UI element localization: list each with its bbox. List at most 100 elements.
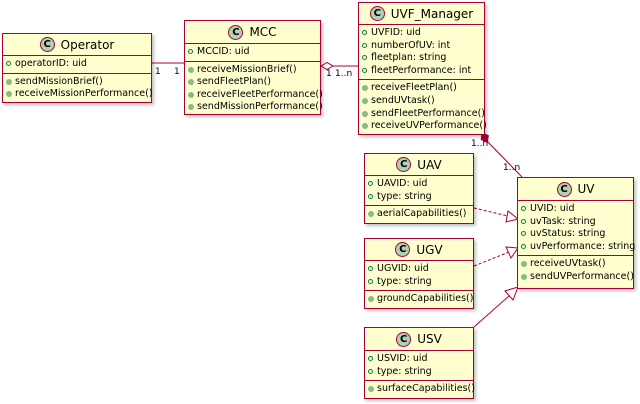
fields-section: UVFID: uid numberOfUV: int fleetplan: st… bbox=[359, 25, 484, 79]
field-marker-icon bbox=[362, 30, 367, 35]
field-marker-icon bbox=[362, 67, 367, 73]
class-usv: C USV USVID: uid type: string surfaceCap… bbox=[364, 327, 475, 399]
class-name: MCC bbox=[249, 25, 277, 39]
methods-section: groundCapabilities() bbox=[365, 290, 473, 308]
method-marker-icon bbox=[368, 296, 374, 303]
class-name: USV bbox=[417, 332, 442, 346]
method-row: receiveUVtask() bbox=[518, 258, 633, 271]
method-row: receiveFleetPerformance() bbox=[185, 89, 323, 102]
class-uvf-manager: C UVF_Manager UVFID: uid numberOfUV: int… bbox=[358, 2, 487, 135]
method-row: sendFleetPerformance() bbox=[359, 108, 485, 121]
multiplicity-uvf-bottom-end: 1..n bbox=[471, 139, 489, 149]
fields-section: operatorID: uid bbox=[3, 56, 151, 73]
method-marker-icon bbox=[362, 85, 368, 92]
method-marker-icon bbox=[362, 110, 368, 117]
method-marker-icon bbox=[188, 104, 194, 111]
field-marker-icon bbox=[6, 61, 11, 66]
method-row: receiveUVPerformance() bbox=[359, 120, 487, 133]
field-marker-icon bbox=[521, 231, 526, 237]
class-name: UGV bbox=[416, 242, 443, 257]
multiplicity-uvf-left-end: 1..n bbox=[335, 69, 353, 79]
class-badge-icon: C bbox=[228, 24, 244, 40]
class-badge-icon: C bbox=[369, 6, 385, 21]
class-usv-header: C USV bbox=[365, 328, 473, 351]
aggregation-diamond bbox=[320, 61, 334, 71]
method-row: sendMissionPerformance() bbox=[185, 101, 323, 114]
field-marker-icon bbox=[188, 49, 193, 54]
fields-section: UGVID: uid type: string bbox=[365, 261, 473, 290]
method-row: aerialCapabilities() bbox=[365, 208, 473, 221]
field-marker-icon bbox=[521, 206, 526, 211]
method-marker-icon bbox=[188, 79, 194, 86]
class-operator: C Operator operatorID: uid sendMissionBr… bbox=[2, 33, 153, 103]
method-marker-icon bbox=[368, 211, 374, 218]
method-row: receiveMissionPerformance() bbox=[3, 88, 153, 101]
class-uv: C UV UVID: uid uvTask: string uvStatus: … bbox=[517, 177, 635, 289]
method-marker-icon bbox=[362, 97, 368, 104]
fields-section: UVID: uid uvTask: string uvStatus: strin… bbox=[518, 201, 635, 255]
field-marker-icon bbox=[368, 193, 373, 199]
class-badge-icon: C bbox=[556, 181, 572, 197]
edge-uvf-manager-uv bbox=[484, 138, 523, 178]
class-name: UAV bbox=[417, 157, 442, 172]
field-marker-icon bbox=[368, 266, 373, 271]
edge-usv-uv bbox=[473, 295, 510, 328]
multiplicity-operator-end: 1 bbox=[155, 67, 161, 77]
edge-ugv-uv bbox=[473, 251, 510, 267]
field-marker-icon bbox=[521, 218, 526, 224]
methods-section: sendMissionBrief() receiveMissionPerform… bbox=[3, 72, 153, 103]
field-row: UVFID: uid bbox=[359, 27, 484, 40]
field-row: MCCID: uid bbox=[185, 46, 320, 59]
field-row: operatorID: uid bbox=[3, 58, 151, 71]
field-row: uvPerformance: string bbox=[518, 241, 635, 254]
class-badge-icon: C bbox=[396, 157, 412, 172]
field-row: UVID: uid bbox=[518, 203, 633, 216]
multiplicity-uv-top-end: 1..n bbox=[503, 163, 521, 173]
class-badge-icon: C bbox=[396, 331, 412, 347]
methods-section: receiveUVtask() sendUVPerformance() bbox=[518, 255, 634, 285]
class-uvf-manager-header: C UVF_Manager bbox=[359, 3, 484, 25]
field-row: fleetPerformance: int bbox=[359, 65, 484, 78]
generalization-arrowhead-usv bbox=[504, 286, 519, 301]
class-name: UV bbox=[577, 182, 595, 196]
field-row: uvStatus: string bbox=[518, 228, 633, 241]
class-badge-icon: C bbox=[395, 242, 411, 257]
fields-section: MCCID: uid bbox=[185, 44, 320, 61]
class-name: UVF_Manager bbox=[390, 6, 474, 21]
field-row: UAVID: uid bbox=[365, 178, 473, 191]
class-mcc: C MCC MCCID: uid receiveMissionBrief() s… bbox=[184, 20, 323, 116]
field-row: type: string bbox=[365, 276, 473, 289]
methods-section: receiveMissionBrief() sendFleetPlan() re… bbox=[185, 60, 323, 116]
class-ugv: C UGV UGVID: uid type: string groundCapa… bbox=[364, 238, 474, 309]
realization-arrowhead-uav bbox=[505, 210, 520, 223]
class-ugv-header: C UGV bbox=[365, 239, 473, 261]
method-marker-icon bbox=[6, 91, 12, 98]
fields-section: USVID: uid type: string bbox=[365, 351, 473, 380]
class-uav: C UAV UAVID: uid type: string aerialCapa… bbox=[364, 153, 474, 224]
method-row: receiveMissionBrief() bbox=[185, 64, 320, 77]
field-marker-icon bbox=[368, 356, 373, 361]
class-badge-icon: C bbox=[39, 37, 55, 52]
class-name: Operator bbox=[60, 37, 115, 52]
method-marker-icon bbox=[362, 123, 368, 130]
field-row: numberOfUV: int bbox=[359, 40, 484, 53]
field-marker-icon bbox=[368, 368, 373, 374]
method-marker-icon bbox=[6, 78, 12, 85]
field-row: USVID: uid bbox=[365, 353, 473, 366]
field-marker-icon bbox=[368, 278, 373, 284]
method-marker-icon bbox=[368, 386, 374, 393]
method-row: surfaceCapabilities() bbox=[365, 383, 475, 396]
field-row: type: string bbox=[365, 191, 473, 204]
field-row: fleetplan: string bbox=[359, 52, 484, 65]
methods-section: receiveFleetPlan() sendUVtask() sendFlee… bbox=[359, 79, 487, 134]
class-mcc-header: C MCC bbox=[185, 21, 320, 44]
method-marker-icon bbox=[521, 273, 527, 280]
method-marker-icon bbox=[188, 66, 194, 73]
multiplicity-mcc-left-end: 1 bbox=[174, 67, 180, 77]
method-marker-icon bbox=[188, 91, 194, 98]
class-uv-header: C UV bbox=[518, 178, 633, 201]
method-row: groundCapabilities() bbox=[365, 293, 473, 306]
field-row: UGVID: uid bbox=[365, 263, 473, 276]
class-operator-header: C Operator bbox=[3, 34, 151, 56]
